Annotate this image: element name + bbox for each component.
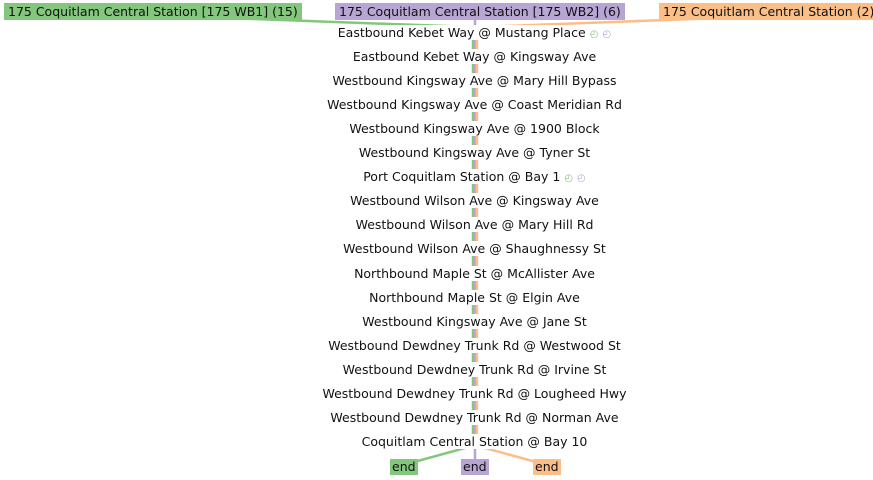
stop-name: Northbound Maple St @ McAllister Ave bbox=[351, 265, 598, 281]
stop-name: Westbound Kingsway Ave @ Tyner St bbox=[355, 145, 594, 161]
stop-row: Northbound Maple St @ McAllister Ave bbox=[0, 265, 873, 283]
stop-row: Port Coquitlam Station @ Bay 1◴◴ bbox=[0, 168, 873, 186]
stop-name: Northbound Maple St @ Elgin Ave bbox=[366, 289, 583, 305]
stop-row: Westbound Kingsway Ave @ Jane St bbox=[0, 313, 873, 331]
stop-name: Westbound Wilson Ave @ Shaughnessy St bbox=[340, 241, 609, 257]
stop-name: Eastbound Kebet Way @ Mustang Place◴◴ bbox=[334, 25, 615, 40]
stop-name: Westbound Kingsway Ave @ Jane St bbox=[359, 313, 590, 329]
stop-name: Westbound Dewdney Trunk Rd @ Lougheed Hw… bbox=[319, 385, 630, 401]
stop-name: Westbound Kingsway Ave @ 1900 Block bbox=[346, 121, 603, 137]
end-label-wb1: end bbox=[390, 459, 418, 475]
stop-row: Westbound Dewdney Trunk Rd @ Lougheed Hw… bbox=[0, 385, 873, 403]
stop-row: Westbound Dewdney Trunk Rd @ Norman Ave bbox=[0, 409, 873, 427]
branch-label-wb2: 175 Coquitlam Central Station [175 WB2] … bbox=[335, 3, 625, 20]
stop-name: Westbound Kingsway Ave @ Mary Hill Bypas… bbox=[329, 73, 620, 89]
end-label-wb2: end bbox=[461, 459, 489, 475]
stop-name: Westbound Kingsway Ave @ Coast Meridian … bbox=[324, 97, 625, 113]
branch-label-other: 175 Coquitlam Central Station (2) bbox=[659, 3, 873, 20]
clock-icon-purple: ◴ bbox=[577, 173, 586, 185]
stop-name: Westbound Dewdney Trunk Rd @ Norman Ave bbox=[327, 409, 622, 425]
stop-row: Northbound Maple St @ Elgin Ave bbox=[0, 289, 873, 307]
stop-row: Westbound Kingsway Ave @ Tyner St bbox=[0, 144, 873, 162]
stop-name: Westbound Wilson Ave @ Mary Hill Rd bbox=[352, 217, 597, 233]
clock-icon-green: ◴ bbox=[564, 173, 574, 185]
stop-name: Eastbound Kebet Way @ Kingsway Ave bbox=[349, 49, 600, 65]
stop-name: Westbound Dewdney Trunk Rd @ Irvine St bbox=[339, 361, 610, 377]
stop-name: Westbound Wilson Ave @ Kingsway Ave bbox=[347, 193, 602, 209]
clock-icon-green: ◴ bbox=[589, 29, 599, 40]
stop-row: Westbound Dewdney Trunk Rd @ Westwood St bbox=[0, 337, 873, 355]
end-label-other: end bbox=[533, 459, 561, 475]
stop-name: Port Coquitlam Station @ Bay 1◴◴ bbox=[360, 169, 589, 185]
stop-row: Eastbound Kebet Way @ Kingsway Ave bbox=[0, 48, 873, 66]
stop-row: Westbound Kingsway Ave @ Coast Meridian … bbox=[0, 96, 873, 114]
branch-label-wb1: 175 Coquitlam Central Station [175 WB1] … bbox=[4, 3, 302, 20]
stop-row: Westbound Wilson Ave @ Mary Hill Rd bbox=[0, 216, 873, 234]
stop-row: Westbound Kingsway Ave @ 1900 Block bbox=[0, 120, 873, 138]
stop-row: Eastbound Kebet Way @ Mustang Place◴◴ bbox=[0, 24, 873, 42]
clock-icon-purple: ◴ bbox=[602, 29, 612, 40]
stop-row: Westbound Kingsway Ave @ Mary Hill Bypas… bbox=[0, 72, 873, 90]
stop-name: Westbound Dewdney Trunk Rd @ Westwood St bbox=[325, 337, 624, 353]
stop-row: Westbound Wilson Ave @ Shaughnessy St bbox=[0, 240, 873, 258]
stop-row: Westbound Dewdney Trunk Rd @ Irvine St bbox=[0, 361, 873, 379]
stop-row: Coquitlam Central Station @ Bay 10 bbox=[0, 433, 873, 451]
stop-name: Coquitlam Central Station @ Bay 10 bbox=[358, 433, 591, 449]
stop-row: Westbound Wilson Ave @ Kingsway Ave bbox=[0, 192, 873, 210]
